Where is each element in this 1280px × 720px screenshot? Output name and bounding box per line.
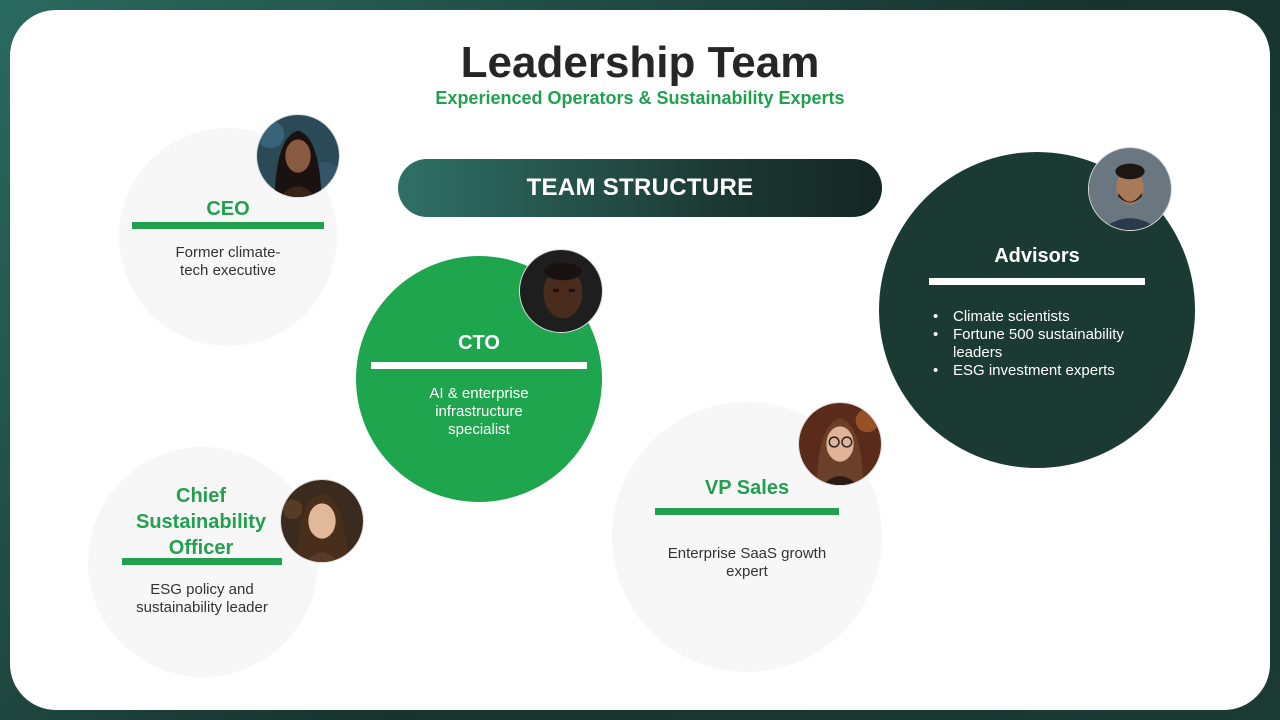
page-subtitle: Experienced Operators & Sustainability E…: [435, 88, 845, 108]
cto-desc-line: infrastructure: [435, 403, 523, 420]
slide-card: Leadership Team Experienced Operators & …: [10, 10, 1270, 710]
vp-sales-desc-line: expert: [726, 563, 768, 580]
cso-description: ESG policy and sustainability leader: [112, 581, 292, 617]
team-structure-banner: TEAM STRUCTURE: [398, 159, 882, 217]
cso-role-line: Officer: [168, 537, 234, 559]
cso-role-line: Chief: [176, 485, 226, 507]
team-structure-label: TEAM STRUCTURE: [526, 174, 754, 201]
cso-avatar-icon: [280, 479, 364, 563]
page-title: Leadership Team: [460, 38, 820, 87]
advisors-list-item: Climate scientists: [932, 308, 1172, 326]
advisors-divider: [929, 278, 1145, 285]
vp-sales-divider: [655, 508, 839, 515]
advisors-list-item: Fortune 500 sustainability leaders: [932, 326, 1172, 362]
ceo-description: Former climate- tech executive: [140, 244, 316, 280]
vp-sales-avatar-icon: [798, 402, 882, 486]
vp-sales-description: Enterprise SaaS growth expert: [652, 545, 842, 581]
cso-role: Chief Sustainability Officer: [110, 483, 292, 561]
cso-role-line: Sustainability: [135, 511, 267, 533]
cso-desc-line: ESG policy and: [150, 581, 254, 598]
cto-role: CTO: [458, 332, 500, 354]
vp-sales-role: VP Sales: [704, 477, 790, 499]
cto-description: AI & enterprise infrastructure specialis…: [399, 385, 559, 439]
cto-desc-line: AI & enterprise: [429, 385, 529, 402]
ceo-role: CEO: [206, 198, 250, 220]
cto-avatar-icon: [519, 249, 603, 333]
vp-sales-desc-line: Enterprise SaaS growth: [667, 545, 827, 562]
cso-desc-line: sustainability leader: [136, 599, 268, 616]
ceo-desc-line: tech executive: [180, 262, 276, 279]
advisors-list: Climate scientists Fortune 500 sustainab…: [932, 308, 1172, 380]
cto-desc-line: specialist: [448, 421, 510, 438]
ceo-avatar-icon: [256, 114, 340, 198]
ceo-divider: [132, 222, 324, 229]
advisor-avatar-icon: [1088, 147, 1172, 231]
cto-divider: [371, 362, 587, 369]
advisors-list-item: ESG investment experts: [932, 362, 1172, 380]
cso-divider: [122, 558, 282, 565]
advisors-role: Advisors: [994, 245, 1080, 267]
ceo-desc-line: Former climate-: [175, 244, 281, 261]
